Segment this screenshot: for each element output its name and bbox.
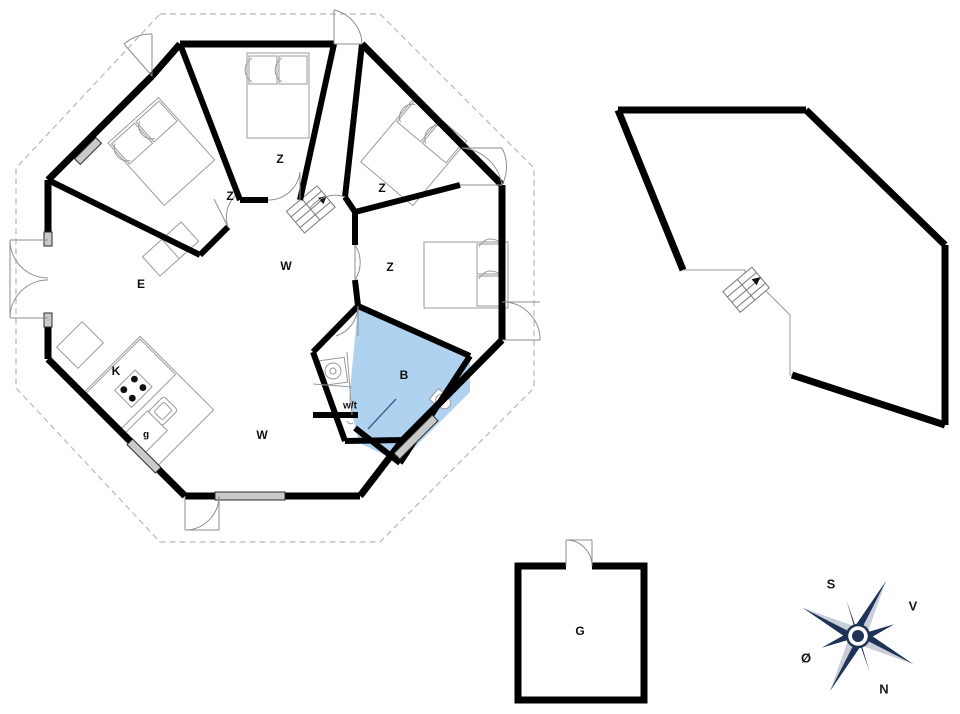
- room-label-B: B: [400, 368, 409, 382]
- room-label-G: G: [575, 624, 584, 638]
- bench-kitchen-top: [55, 320, 105, 370]
- room-label-E: E: [137, 277, 145, 291]
- room-label-Z2: Z: [276, 152, 283, 166]
- room-label-Z3: Z: [378, 181, 385, 195]
- room-label-W2: W: [256, 428, 268, 442]
- bed-upper-left: [107, 96, 216, 207]
- door-exterior-n[interactable]: [333, 9, 363, 45]
- loft-plan: [614, 106, 949, 429]
- window-w-upper: [43, 231, 53, 247]
- compass-label-oe: Ø: [801, 650, 811, 665]
- garage-plan: G: [514, 539, 648, 704]
- basin-line: [367, 398, 397, 430]
- interior-walls: [45, 42, 473, 466]
- room-label-W1: W: [280, 259, 292, 273]
- door-exterior-ne[interactable]: [460, 147, 508, 186]
- room-label-wt: w/t: [342, 401, 358, 412]
- ground-floor-plan: E W W K g Z Z Z Z B w/t: [9, 9, 541, 543]
- door-interior-z4[interactable]: [354, 244, 361, 281]
- doors-group: [9, 9, 541, 531]
- door-garage[interactable]: [565, 539, 593, 567]
- loft-walls: [614, 106, 949, 429]
- compass-label-s: S: [827, 576, 836, 591]
- window-nw: [73, 136, 103, 166]
- roof-outline-dashed: [15, 13, 535, 543]
- furniture-group: [55, 52, 509, 468]
- staircase-icon: [285, 185, 336, 234]
- room-label-g: g: [143, 430, 149, 441]
- loft-staircase-icon: [722, 266, 771, 313]
- window-w-lower: [43, 312, 53, 328]
- small-fixture: [346, 420, 354, 425]
- cooktop-icon: [113, 369, 153, 409]
- compass-rose: S V Ø N: [801, 576, 918, 696]
- windows-group: [43, 136, 439, 501]
- door-interior-z1[interactable]: [213, 195, 236, 228]
- door-interior-bathroom[interactable]: [335, 305, 359, 337]
- door-exterior-nw[interactable]: [123, 33, 153, 77]
- compass-label-n: N: [879, 681, 888, 696]
- room-labels-ground: E W W K g Z Z Z Z B w/t: [112, 152, 409, 442]
- window-sw: [126, 438, 162, 474]
- bed-top: [244, 52, 310, 139]
- window-se-bath: [393, 414, 439, 460]
- room-label-Z4: Z: [386, 260, 393, 274]
- compass-label-v: V: [909, 598, 918, 613]
- door-exterior-s[interactable]: [184, 495, 220, 531]
- door-interior-z2[interactable]: [267, 171, 301, 201]
- room-label-Z1: Z: [226, 189, 233, 203]
- shower-icon: [318, 356, 349, 387]
- door-exterior-w-double[interactable]: [9, 239, 49, 319]
- room-label-K: K: [112, 364, 121, 378]
- window-s: [214, 491, 286, 501]
- bed-right: [423, 238, 509, 309]
- door-interior-z3[interactable]: [309, 194, 346, 209]
- door-exterior-e[interactable]: [502, 301, 541, 341]
